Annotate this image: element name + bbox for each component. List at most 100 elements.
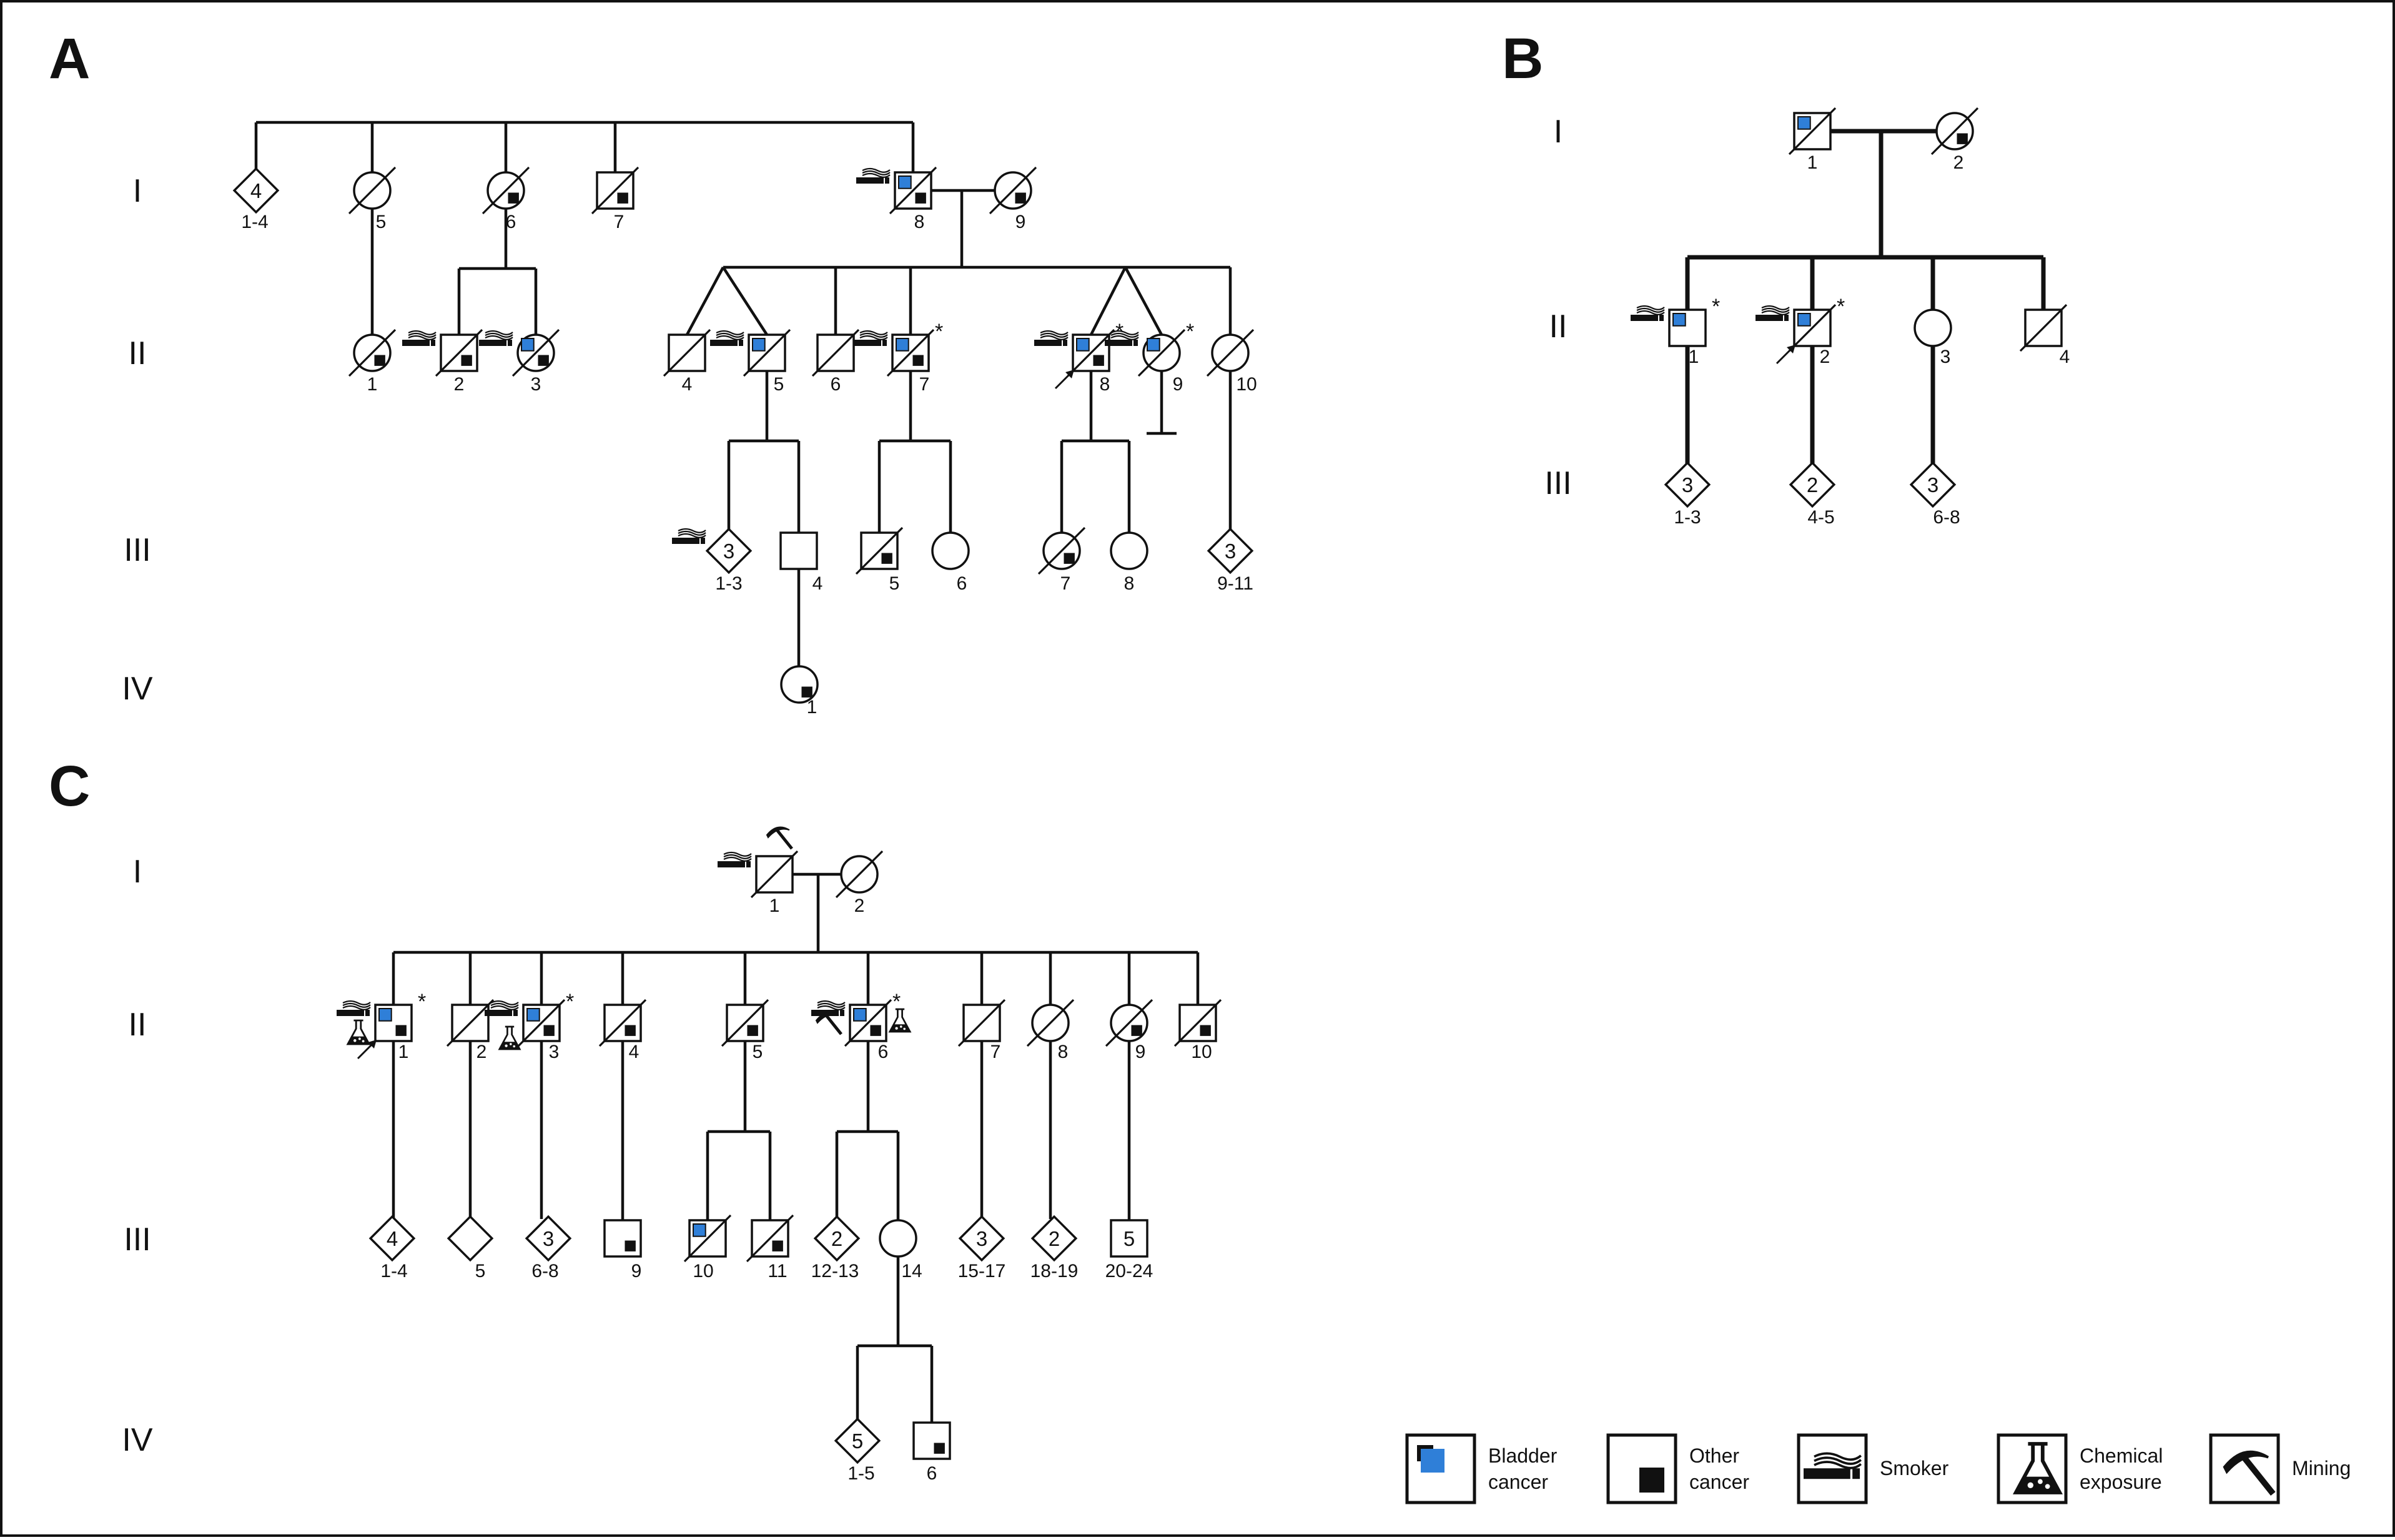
mining-icon [815, 1012, 842, 1035]
unknown-sex-symbol [834, 1417, 881, 1464]
individual-number: 7 [614, 212, 625, 232]
individual-C-III-6-8: 36-8 [525, 1215, 572, 1281]
female-symbol [1110, 531, 1148, 570]
other-cancer-marker [801, 686, 812, 698]
legend-label: exposure [2080, 1471, 2162, 1493]
individual-number: 4 [2060, 347, 2070, 367]
bladder-cancer-marker [853, 1008, 867, 1022]
bladder-cancer-marker [378, 1008, 392, 1022]
individual-number: 6 [957, 573, 967, 594]
individual-C-III-15-17: 315-17 [958, 1215, 1005, 1281]
individual-C-III-12-13: 212-13 [811, 1215, 861, 1281]
group-count: 4 [387, 1227, 398, 1250]
deceased-slash [1788, 107, 1837, 155]
asterisk-marker: * [1186, 320, 1194, 343]
other-cancer-marker [617, 192, 628, 204]
legend-label: cancer [1689, 1471, 1749, 1493]
smoker-icon [1105, 330, 1139, 346]
individual-C-III-20-24: 520-24 [1105, 1219, 1153, 1281]
smoker-icon [479, 330, 513, 346]
unknown-sex-symbol [813, 1215, 861, 1262]
individual-number: 18-19 [1030, 1261, 1079, 1281]
smoker-icon [1034, 330, 1069, 346]
generation-label-A-I: I [133, 173, 142, 209]
unknown-sex-symbol [705, 527, 753, 575]
proband-arrow [1054, 370, 1074, 390]
bladder-cancer-marker [1672, 313, 1686, 327]
unknown-sex-symbol [958, 1215, 1005, 1262]
individual-B-II-2: *2 [1756, 295, 1845, 367]
group-count: 3 [543, 1227, 554, 1250]
legend-label: Other [1689, 1444, 1739, 1467]
bladder-cancer-marker [1797, 116, 1811, 130]
individual-number: 2 [854, 896, 865, 916]
individual-A-III-9-11: 39-11 [1207, 527, 1254, 594]
individual-B-II-4: 4 [2019, 304, 2070, 367]
individual-number: 10 [693, 1261, 713, 1281]
other-cancer-marker [543, 1025, 555, 1036]
deceased-slash [1105, 999, 1153, 1047]
deceased-slash [663, 328, 711, 377]
individual-number: 1-5 [847, 1463, 874, 1484]
individual-C-I-1: 1 [718, 826, 799, 916]
deceased-slash [743, 328, 791, 377]
unknown-sex-symbol [1664, 461, 1711, 508]
legend-label: Mining [2292, 1457, 2351, 1479]
proband-arrow [1775, 345, 1795, 365]
individual-A-II-3: 3 [479, 328, 560, 395]
individual-C-III-5: 5 [447, 1215, 494, 1281]
group-count: 3 [976, 1227, 987, 1250]
unknown-sex-symbol [1789, 461, 1836, 508]
deceased-slash [811, 328, 860, 377]
individual-A-I-5: 5 [348, 166, 397, 232]
mining-icon [2209, 1433, 2280, 1504]
smoker-icon [856, 167, 891, 184]
individual-number: 1 [769, 896, 780, 916]
asterisk-marker: * [1712, 295, 1720, 318]
individual-number: 10 [1236, 374, 1257, 395]
individual-number: 6 [506, 212, 516, 232]
individual-number: 1 [367, 374, 378, 395]
deceased-slash [1206, 328, 1255, 377]
deceased-slash [348, 166, 397, 215]
relationship-line [834, 267, 912, 335]
individual-number: 5 [753, 1042, 763, 1062]
unknown-sex-symbol [525, 1215, 572, 1262]
smoker-icon [402, 330, 437, 346]
bladder-cancer-marker [898, 175, 912, 189]
smoker-icon [710, 330, 744, 346]
individual-number: 2 [477, 1042, 487, 1062]
relationship-line [856, 1256, 934, 1423]
individual-C-III-1-4: 41-4 [368, 1215, 416, 1281]
deceased-slash [348, 328, 397, 377]
smoker-icon [1631, 305, 1665, 321]
legend-item-smoker: Smoker [1797, 1433, 1949, 1504]
individual-number: 8 [1124, 573, 1135, 594]
other-cancer-marker [374, 355, 385, 366]
individual-number: 6-8 [1933, 507, 1960, 528]
female-symbol [931, 531, 970, 570]
individual-C-II-4: 4 [598, 999, 647, 1062]
deceased-slash [989, 166, 1037, 215]
individual-number: 8 [1058, 1042, 1069, 1062]
individual-A-I-9: 9 [989, 166, 1037, 232]
deceased-slash [1026, 999, 1075, 1047]
deceased-slash [2019, 304, 2068, 352]
relationship-line [706, 1041, 772, 1220]
individual-number: 7 [919, 374, 930, 395]
individual-B-III-1-3: 31-3 [1664, 461, 1711, 528]
individual-number: 1-3 [715, 573, 742, 594]
individual-number: 8 [914, 212, 925, 232]
individual-number: 9 [1135, 1042, 1146, 1062]
group-count: 3 [1927, 473, 1938, 496]
individual-number: 1 [1807, 152, 1818, 173]
individual-B-III-4-5: 24-5 [1789, 461, 1836, 528]
female-symbol [879, 1219, 917, 1258]
generation-label-C-I: I [133, 854, 142, 890]
individual-A-III-8: 8 [1110, 531, 1148, 594]
individual-A-III-4: 4 [779, 531, 822, 594]
individual-C-II-5: 5 [721, 999, 769, 1062]
